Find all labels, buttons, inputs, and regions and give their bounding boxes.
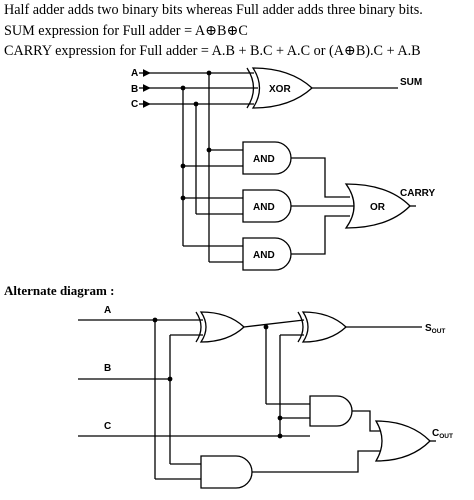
alt-and-gate-2: [200, 455, 253, 489]
xor-gate-label: XOR: [269, 84, 291, 95]
carry-expression: CARRY expression for Full adder = A.B + …: [4, 43, 421, 59]
intro-line-1: Half adder adds two binary bits whereas …: [4, 2, 423, 18]
and-gate-1: AND: [242, 141, 292, 175]
alt-and-gate-1: [309, 395, 353, 427]
alt-input-b-label: B: [104, 363, 111, 374]
sum-expression: SUM expression for Full adder = A⊕B⊕C: [4, 23, 248, 39]
alt-input-c-label: C: [104, 421, 111, 432]
alternate-diagram-title: Alternate diagram :: [4, 283, 115, 298]
alt-and1-output: [352, 410, 381, 432]
input-c-label: C: [131, 99, 138, 110]
alt-sum-output-label: SOUT: [425, 323, 445, 335]
and-gate-3-label: AND: [253, 250, 275, 261]
and3-output-wire: [291, 215, 350, 255]
or-gate-label: OR: [370, 202, 386, 213]
junction-dot: [277, 433, 283, 439]
alt-xor-gate-1: [195, 311, 245, 343]
alternate-adder-diagram: A B C: [78, 305, 453, 489]
alt-or-gate: [374, 420, 431, 462]
alt-xor-gate-2: [297, 311, 347, 343]
and-gate-2-label: AND: [253, 202, 275, 213]
junction-dot: [277, 415, 283, 421]
xor-gate: XOR: [246, 67, 313, 109]
junction-dot: [193, 101, 199, 107]
and-gate-2: AND: [242, 189, 292, 223]
full-adder-diagram: A B C XOR: [131, 67, 436, 271]
or-gate: OR: [344, 183, 411, 229]
carry-output-label: CARRY: [400, 188, 436, 199]
and-gate-1-label: AND: [253, 154, 275, 165]
and1-output-wire: [291, 157, 350, 198]
and-gate-3: AND: [242, 237, 292, 271]
alt-xor1-output: [243, 319, 305, 328]
alt-and2-output: [252, 450, 381, 473]
sum-output-label: SUM: [400, 77, 422, 88]
input-a-label: A: [131, 68, 138, 79]
junction-dot: [152, 317, 158, 323]
junction-dot: [180, 85, 186, 91]
input-b-label: B: [131, 84, 138, 95]
junction-dot: [206, 70, 212, 76]
junction-dot: [167, 376, 173, 382]
alt-input-a-label: A: [104, 305, 111, 316]
alt-carry-output-label: COUT: [432, 428, 453, 440]
